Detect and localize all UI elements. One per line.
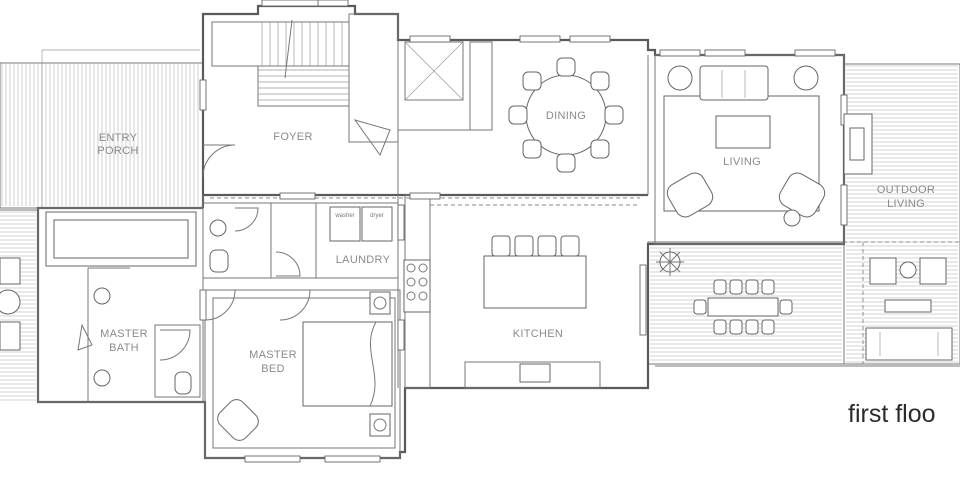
dining-chair xyxy=(604,105,624,125)
window xyxy=(261,0,323,7)
deck-chair xyxy=(779,299,793,315)
window xyxy=(794,49,836,57)
dining-table xyxy=(508,57,624,173)
burner xyxy=(418,291,428,301)
window xyxy=(199,289,207,321)
deck-chair xyxy=(729,319,743,335)
staircase xyxy=(258,19,349,101)
outdoor-living-deck xyxy=(846,65,958,363)
window xyxy=(199,79,207,111)
kitchen-label: KITCHEN xyxy=(513,328,563,340)
burner xyxy=(418,277,428,287)
entry-porch-label-line1: ENTRY xyxy=(99,132,138,144)
bath-fixtures xyxy=(45,211,229,395)
window xyxy=(704,49,746,57)
bar-stool xyxy=(514,235,534,257)
doors xyxy=(77,119,391,361)
laundry-label: LAUNDRY xyxy=(336,254,391,266)
master-bath-label-line1: MASTER xyxy=(100,328,148,340)
windows xyxy=(199,0,848,463)
stair-direction-arrow xyxy=(284,19,293,79)
dining-chair xyxy=(556,153,576,173)
window xyxy=(840,184,848,226)
master-bed-label-line1: MASTER xyxy=(249,349,297,361)
outdoor-living-label-line2: LIVING xyxy=(887,198,925,210)
master-bed-furniture xyxy=(217,291,393,441)
dining-chair xyxy=(522,139,542,159)
outdoor-living-label-line1: OUTDOOR xyxy=(877,184,935,196)
deck-chair xyxy=(713,319,727,335)
burner xyxy=(406,263,416,273)
bar-stool xyxy=(560,235,580,257)
deck-chair xyxy=(729,279,743,295)
living-furniture xyxy=(663,65,873,227)
master-bed-label-line2: BED xyxy=(261,363,285,375)
washer-label: washer xyxy=(334,213,354,219)
deck-chair xyxy=(745,319,759,335)
floor-caption: first floo xyxy=(848,400,936,428)
window xyxy=(409,192,441,200)
burner xyxy=(406,277,416,287)
window xyxy=(397,204,405,241)
deck-chair xyxy=(761,319,775,335)
entry-porch-label-line2: PORCH xyxy=(97,145,138,157)
window xyxy=(639,264,647,336)
window xyxy=(279,192,316,200)
outdoor-living-furniture xyxy=(0,257,953,361)
window xyxy=(397,319,405,351)
window xyxy=(244,455,301,463)
bar-stool xyxy=(537,235,557,257)
window xyxy=(569,35,611,43)
master-bath-label-line2: BATH xyxy=(109,342,139,354)
dining-chair xyxy=(590,71,610,91)
kitchen-furniture xyxy=(403,235,587,383)
window xyxy=(659,49,701,57)
dryer-label: dryer xyxy=(370,213,384,219)
dining-chair xyxy=(508,105,528,125)
dining-chair xyxy=(522,71,542,91)
window xyxy=(519,35,561,43)
living-label: LIVING xyxy=(723,156,761,168)
dining-chair xyxy=(590,139,610,159)
laundry-appliances: washer dryer xyxy=(329,206,393,242)
window xyxy=(324,455,381,463)
burner xyxy=(406,291,416,301)
burner xyxy=(418,263,428,273)
deck-chair xyxy=(761,279,775,295)
entry-porch-deck xyxy=(1,64,199,206)
deck-chair xyxy=(693,299,707,315)
deck-chair xyxy=(745,279,759,295)
front-door xyxy=(202,144,236,178)
bar-stool xyxy=(491,235,511,257)
window xyxy=(317,0,349,7)
dining-chair xyxy=(556,57,576,77)
window xyxy=(409,35,451,43)
deck-chair xyxy=(713,279,727,295)
deck-dining xyxy=(656,248,793,335)
foyer-label: FOYER xyxy=(273,131,312,143)
dining-label: DINING xyxy=(546,110,586,122)
